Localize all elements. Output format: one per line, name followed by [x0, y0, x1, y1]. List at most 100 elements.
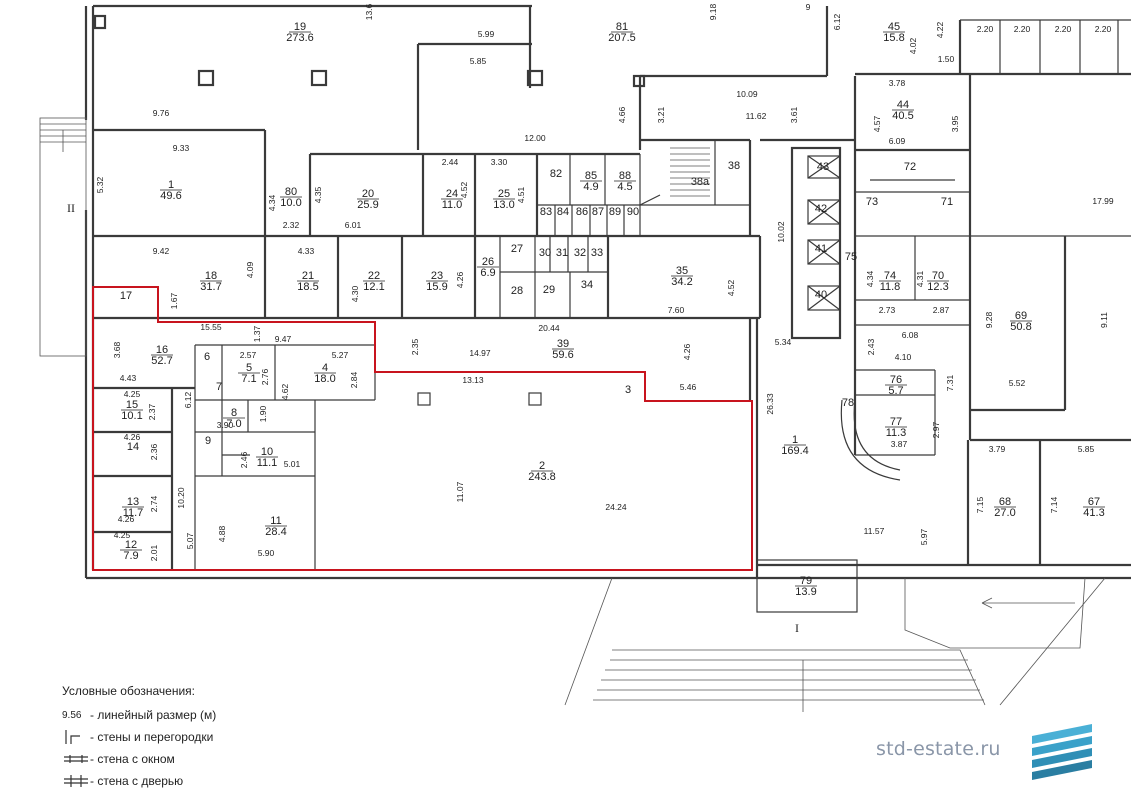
legend-row-door: - стена с дверью: [62, 770, 216, 792]
dimension-label: 5.46: [680, 382, 697, 392]
walls: [84, 4, 1131, 580]
dimension-label: 26.33: [765, 393, 775, 415]
room-number: 33: [591, 247, 603, 259]
dimension-label: 11.57: [864, 526, 885, 536]
dimension-label: 3.95: [950, 115, 960, 132]
room-31: 31: [556, 247, 568, 259]
legend-title: Условные обозначения:: [62, 684, 195, 698]
room-43: 43: [817, 161, 829, 173]
dimension-label: 4.34: [865, 270, 875, 287]
dimension-label: 4.09: [245, 261, 255, 278]
dimension-label: 5.85: [470, 56, 487, 66]
dimension-label: 2.36: [149, 443, 159, 460]
dimension-label: 9.11: [1099, 312, 1109, 328]
dimension-label: 9.18: [708, 3, 718, 20]
dimension-label: 3.90: [217, 420, 234, 430]
dimension-label: 15.55: [200, 322, 222, 332]
room-33: 33: [591, 247, 603, 259]
room-number: 12: [125, 539, 137, 551]
stairs: [670, 147, 710, 197]
room-number: 30: [539, 247, 551, 259]
room-number: 80: [285, 186, 297, 198]
room-17: 17: [120, 290, 132, 302]
dimension-label: 3.68: [112, 341, 122, 358]
room-area: 12.1: [363, 281, 384, 293]
dimension-label: 2.74: [149, 495, 159, 512]
dimension-label: 2.37: [147, 403, 157, 420]
leased-area-outline: [92, 286, 753, 571]
dimension-label: 2.43: [866, 338, 876, 355]
room-number: 72: [904, 161, 916, 173]
dimension-label: 9.42: [153, 246, 170, 256]
room-85: 854.9: [580, 170, 602, 193]
room-number: 86: [576, 206, 588, 218]
room-area: 18.0: [314, 373, 335, 385]
dimension-label: 6.01: [345, 220, 362, 230]
dimension-label: 7.31: [945, 374, 955, 391]
dimension-label: 5.85: [1078, 444, 1095, 454]
axis-labels: III: [67, 201, 799, 635]
room-number: 10: [261, 446, 273, 458]
room-number: 68: [999, 496, 1011, 508]
dimension-label: 11.07: [455, 481, 465, 502]
dimension-label: 5.97: [919, 528, 929, 545]
axis-label: I: [795, 621, 799, 635]
room-number: 32: [574, 247, 586, 259]
room-78: 78: [842, 397, 854, 409]
dimension-label: 4.33: [298, 246, 315, 256]
legend-item-door: - стена с дверью: [90, 774, 184, 788]
room-number: 28: [511, 285, 523, 297]
dimension-label: 4.31: [915, 270, 925, 287]
room-90: 90: [627, 206, 639, 218]
room-area: 40.5: [892, 110, 913, 122]
room-area: 169.4: [781, 445, 809, 457]
room-number: 39: [557, 338, 569, 350]
dimension-label: 2.87: [933, 305, 950, 315]
room-8: 87.0: [223, 407, 245, 430]
room-number: 13: [127, 496, 139, 508]
room-area: 34.2: [671, 276, 692, 288]
room-number: 88: [619, 170, 631, 182]
dimension-label: 2.35: [410, 338, 420, 355]
room-area: 10.0: [280, 197, 301, 209]
room-area: 4.9: [583, 181, 598, 193]
dimension-label: 2.97: [931, 421, 941, 438]
room-number: 19: [294, 21, 306, 33]
room-number: 6: [204, 351, 210, 363]
dimension-label: 3.78: [889, 78, 906, 88]
room-number: 20: [362, 188, 374, 200]
room-number: 5: [246, 362, 252, 374]
room-87: 87: [592, 206, 604, 218]
dimension-label: 9: [806, 2, 811, 12]
dimension-label: 11.62: [746, 111, 767, 121]
room-number: 87: [592, 206, 604, 218]
dimension-label: 1.37: [252, 325, 262, 342]
dimension-label: 2.46: [239, 451, 249, 468]
room-number: 67: [1088, 496, 1100, 508]
dimension-label: 4.43: [120, 373, 137, 383]
room-number: 69: [1015, 310, 1027, 322]
dimension-label: 4.30: [350, 285, 360, 302]
columns: [93, 14, 646, 406]
dimension-label: 6.12: [183, 391, 193, 408]
room-83: 83: [540, 206, 552, 218]
room-number: 45: [888, 21, 900, 33]
room-72: 72: [904, 161, 916, 173]
room-number: 84: [557, 206, 569, 218]
room-number: 81: [616, 21, 628, 33]
room-73: 73: [866, 196, 878, 208]
dimension-label: 6.09: [889, 136, 906, 146]
